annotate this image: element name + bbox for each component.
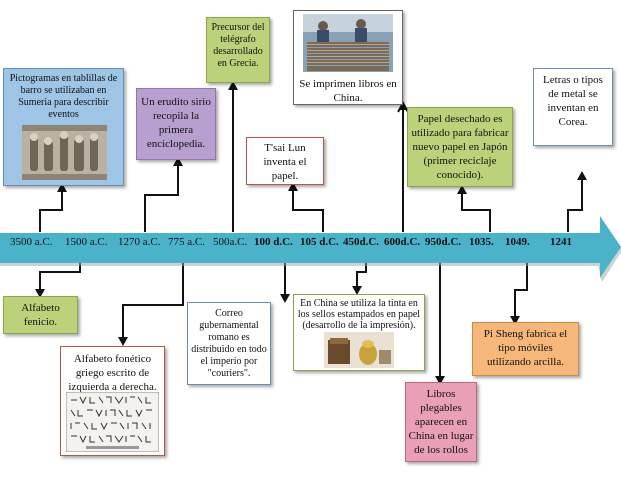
label-600dc: 600d.C.	[384, 236, 421, 248]
label-450dc: 450d.C.	[343, 236, 380, 248]
printed-books-image	[303, 14, 393, 72]
label-1500ac: 1500 a.C.	[65, 236, 108, 248]
label-950dc: 950d.C.	[425, 236, 462, 248]
event-plegables-text: Libros plegables aparecen en China en lu…	[408, 388, 474, 456]
event-papel-japon-text: Papel desechado es utilizado para fabric…	[411, 113, 509, 181]
event-fenicio: Alfabeto fenicio.	[3, 296, 78, 334]
clay-tablet-image	[22, 125, 107, 180]
label-1241: 1241	[550, 236, 572, 248]
ink-seal-image	[324, 332, 394, 368]
event-sumeria-text: Pictogramas en tablillas de barro se uti…	[9, 73, 118, 120]
label-100dc: 100 d.C.	[254, 236, 293, 248]
event-correo: Correo gubernamental romano es distribui…	[187, 302, 271, 385]
event-sirio: Un erudito sirio recopila la primera enc…	[136, 88, 216, 160]
event-tsai-lun-text: T'sai Lun inventa el papel.	[263, 142, 307, 182]
event-corea-text: Letras o tipos de metal se inventan en C…	[543, 74, 603, 128]
label-775ac: 775 a.C.	[168, 236, 205, 248]
greek-alphabet-image	[66, 392, 159, 452]
label-500ac: 500a.C.	[213, 236, 248, 248]
event-griego-text: Alfabeto fonético griego escrito de izqu…	[68, 353, 157, 393]
event-fenicio-text: Alfabeto fenicio.	[21, 302, 60, 328]
label-105dc: 105 d.C.	[300, 236, 339, 248]
event-telegrafo-text: Precursor del telégrafo desarrollado en …	[211, 22, 265, 69]
label-1035: 1035.	[469, 236, 494, 248]
event-telegrafo: Precursor del telégrafo desarrollado en …	[206, 17, 270, 83]
event-papel-japon: Papel desechado es utilizado para fabric…	[407, 107, 513, 187]
event-pi-sheng: Pi Sheng fabrica el tipo móviles utiliza…	[472, 322, 579, 376]
event-corea: Letras o tipos de metal se inventan en C…	[533, 68, 613, 146]
label-3500ac: 3500 a.C.	[10, 236, 53, 248]
event-plegables: Libros plegables aparecen en China en lu…	[405, 382, 477, 462]
timeline-bar	[0, 216, 621, 282]
event-sirio-text: Un erudito sirio recopila la primera enc…	[141, 96, 211, 150]
label-1049: 1049.	[505, 236, 530, 248]
event-pi-sheng-text: Pi Sheng fabrica el tipo móviles utiliza…	[483, 328, 568, 368]
event-tsai-lun: T'sai Lun inventa el papel.	[246, 137, 324, 185]
event-correo-text: Correo gubernamental romano es distribui…	[191, 308, 267, 379]
label-1270ac: 1270 a.C.	[118, 236, 161, 248]
event-libros-china-text: Se imprimen libros en China.	[299, 78, 397, 104]
event-tinta-text: En China se utiliza la tinta en los sell…	[297, 298, 421, 331]
